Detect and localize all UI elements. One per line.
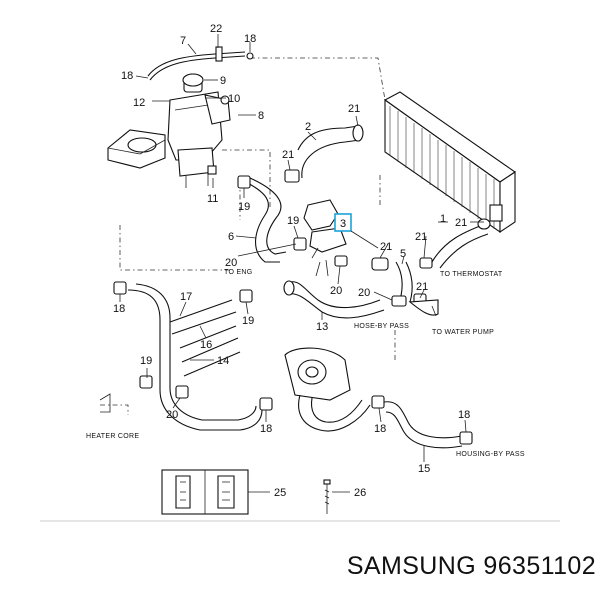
- callout-18-g: 18: [458, 409, 470, 421]
- callout-18-f: 18: [374, 423, 386, 435]
- diagram-notes: TO ENG TO THERMOSTAT HOSE-BY PASS TO WAT…: [86, 269, 525, 458]
- note-heater-core: HEATER CORE: [86, 433, 139, 440]
- part-caption: SAMSUNG 96351102: [266, 552, 596, 581]
- callout-1: 1: [440, 213, 446, 225]
- bypass-hose-5: [371, 257, 439, 316]
- part-3-highlight: [334, 213, 379, 249]
- callout-5: 5: [400, 248, 406, 260]
- callout-2: 2: [305, 121, 311, 133]
- callout-21-mid: 21: [282, 149, 294, 161]
- callout-20-d: 20: [166, 409, 178, 421]
- callout-19-b: 19: [287, 215, 299, 227]
- housing-bypass-hose: [383, 401, 473, 449]
- callout-16: 16: [200, 339, 212, 351]
- callout-20-a: 20: [225, 257, 237, 269]
- callout-6: 6: [228, 231, 234, 243]
- note-hose-by-pass: HOSE-BY PASS: [354, 323, 409, 330]
- callout-20-c: 20: [358, 287, 370, 299]
- callout-19-d: 19: [140, 355, 152, 367]
- callout-21-upper: 21: [348, 103, 360, 115]
- note-to-water-pump: TO WATER PUMP: [432, 329, 494, 336]
- callout-13: 13: [316, 321, 328, 333]
- note-to-thermostat: TO THERMOSTAT: [440, 271, 503, 278]
- callout-12: 12: [133, 97, 145, 109]
- callout-18-top: 18: [244, 33, 256, 45]
- callout-20-b: 20: [330, 285, 342, 297]
- callout-26: 26: [354, 487, 366, 499]
- callout-10: 10: [228, 93, 240, 105]
- part-callouts: 22 7 18 18 9 12 10 8 21 2 21 11 19 19 3 …: [113, 23, 470, 499]
- battery-tray: [107, 129, 166, 169]
- overflow-hose: [147, 46, 254, 87]
- callout-19-a: 19: [238, 201, 250, 213]
- callout-18-mid: 18: [113, 303, 125, 315]
- callout-18-e: 18: [260, 423, 272, 435]
- leader-lines: [119, 34, 484, 462]
- brand-name: SAMSUNG: [346, 552, 477, 580]
- screw: [323, 479, 350, 514]
- callout-3: 3: [340, 218, 346, 230]
- callout-22: 22: [210, 23, 222, 35]
- thermostat-housing: [293, 199, 348, 277]
- upper-radiator-hose: [284, 124, 364, 183]
- engine-hose: [237, 175, 287, 263]
- water-pump-housing: [284, 347, 385, 432]
- heater-hoses: [99, 281, 273, 431]
- note-to-eng: TO ENG: [224, 269, 253, 276]
- clip-kit-box: [161, 469, 270, 515]
- callout-9: 9: [220, 75, 226, 87]
- part-number: 96351102: [483, 552, 596, 580]
- callout-8: 8: [258, 110, 264, 122]
- callout-7: 7: [180, 35, 186, 47]
- callout-21-d: 21: [416, 281, 428, 293]
- callout-19-c: 19: [242, 315, 254, 327]
- callout-18-left: 18: [121, 70, 133, 82]
- note-housing-by-pass: HOUSING-BY PASS: [456, 451, 525, 458]
- callout-25: 25: [274, 487, 286, 499]
- thermostat-hose: [419, 218, 491, 269]
- coolant-reservoir: [167, 73, 231, 188]
- callout-11: 11: [207, 193, 218, 205]
- radiator: [383, 91, 516, 234]
- callout-17: 17: [180, 291, 192, 303]
- callout-21-right: 21: [455, 217, 467, 229]
- callout-21-b: 21: [380, 241, 392, 253]
- bypass-hose-13: [283, 280, 385, 319]
- callout-15: 15: [418, 463, 430, 475]
- callout-21-c: 21: [415, 231, 427, 243]
- callout-14: 14: [217, 355, 229, 367]
